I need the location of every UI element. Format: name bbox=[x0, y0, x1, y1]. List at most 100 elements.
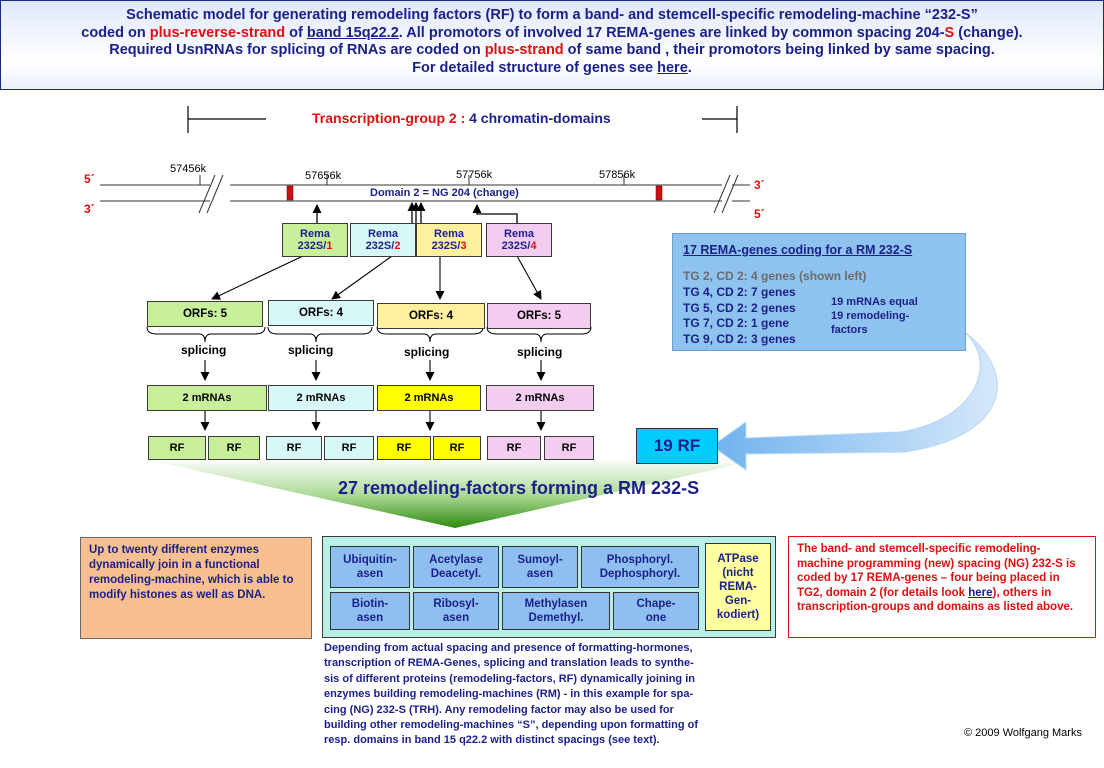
enzyme-line: Ribosyl- bbox=[433, 598, 479, 610]
splicing-brace bbox=[146, 326, 266, 343]
convergence-fan bbox=[140, 458, 766, 528]
tg-label: Transcription-group 2 : 4 chromatin-doma… bbox=[312, 110, 611, 126]
rema-name: Rema bbox=[504, 228, 534, 240]
promoter-arrows bbox=[312, 202, 518, 223]
atpase-line: kodiert) bbox=[716, 609, 760, 621]
plus-strand-label: plus-strand bbox=[484, 42, 564, 58]
summary-side: 19 remodeling- bbox=[831, 310, 910, 322]
explanation-line: Depending from actual spacing and presen… bbox=[324, 642, 693, 654]
rema-number: 2 bbox=[394, 240, 401, 252]
orf-box: ORFs: 4 bbox=[377, 303, 485, 329]
enzyme-phosphorylase: Phosphoryl.Dephosphoryl. bbox=[581, 546, 699, 588]
atpase-line: ATPase bbox=[717, 553, 759, 565]
spacing-suffix: S bbox=[944, 24, 955, 41]
summary-gray-row: TG 2, CD 2: 4 genes (shown left) bbox=[683, 269, 867, 283]
mrna-box: 2 mRNAs bbox=[147, 385, 267, 411]
enzyme-line: Demethyl. bbox=[528, 612, 584, 624]
enzyme-sumoylasen: Sumoyl-asen bbox=[502, 546, 578, 588]
rf-box: RF bbox=[487, 436, 541, 460]
enzyme-line: Biotin- bbox=[351, 598, 389, 610]
orf-box: ORFs: 5 bbox=[487, 303, 591, 329]
summary-side: 19 mRNAs equal bbox=[831, 296, 918, 308]
coding-note-part: ), others in transcription-groups and do… bbox=[797, 586, 1074, 614]
rf-box: RF bbox=[377, 436, 431, 460]
coding-note-box: The band- and stemcell-specific remodeli… bbox=[788, 536, 1096, 638]
splicing-label: splicing bbox=[181, 343, 227, 357]
header-line-1: Schematic model for generating remodelin… bbox=[126, 7, 978, 23]
atpase-line: Gen- bbox=[724, 595, 752, 607]
header-banner: Schematic model for generating remodelin… bbox=[0, 0, 1104, 90]
enzyme-line: Methylasen bbox=[524, 598, 588, 610]
enzyme-line: one bbox=[645, 612, 667, 624]
rema-gene-4: Rema 232S/4 bbox=[486, 223, 552, 257]
splicing-braces bbox=[146, 326, 592, 343]
summary-row: TG 7, CD 2: 1 gene bbox=[683, 316, 790, 330]
main-title: 27 remodeling-factors forming a RM 232-S bbox=[338, 478, 700, 498]
copyright: © 2009 Wolfgang Marks bbox=[964, 727, 1082, 739]
enzymes-note-text: Up to twenty different enzymes dynamical… bbox=[89, 544, 294, 601]
tick-label: 57456k bbox=[170, 163, 207, 175]
tick-label: 57656k bbox=[305, 170, 342, 182]
enzyme-line: Sumoyl- bbox=[517, 554, 563, 566]
header-text: (change). bbox=[954, 24, 1023, 41]
summary-side: factors bbox=[831, 324, 868, 336]
details-link[interactable]: here bbox=[968, 586, 993, 599]
atpase-line: REMA- bbox=[719, 581, 757, 593]
rema-number: 1 bbox=[326, 240, 333, 252]
enzyme-line: asen bbox=[356, 568, 384, 580]
explanation-line: enzymes building remodeling-machines (RM… bbox=[324, 688, 694, 701]
enzyme-line: Acetylase bbox=[429, 554, 483, 566]
tg-label-red: Transcription-group 2 : bbox=[312, 110, 466, 126]
splicing-brace bbox=[376, 326, 484, 343]
orf-box: ORFs: 5 bbox=[147, 301, 263, 327]
rema-gene-1: Rema 232S/1 bbox=[282, 223, 348, 257]
coding-note-part: The band- and stemcell-specific remodeli… bbox=[797, 543, 1076, 599]
enzyme-line: Dephosphoryl. bbox=[599, 568, 681, 580]
enzyme-line: asen bbox=[442, 612, 470, 624]
dna-strands bbox=[100, 174, 750, 214]
enzyme-atpase: ATPase (nicht REMA- Gen- kodiert) bbox=[705, 543, 771, 631]
band-link[interactable]: band 15q22.2 bbox=[306, 24, 399, 41]
atpase-line: (nicht bbox=[722, 567, 754, 579]
process-arrows bbox=[200, 360, 546, 431]
rema-id: 232S/ bbox=[365, 240, 395, 252]
explanation-line: sis of different proteins (remodeling-fa… bbox=[324, 672, 695, 685]
rema-name: Rema bbox=[434, 228, 464, 240]
rf-box: RF bbox=[148, 436, 206, 460]
splicing-label: splicing bbox=[517, 345, 563, 359]
enzyme-line: Ubiquitin- bbox=[343, 554, 397, 566]
rema-name: Rema bbox=[300, 228, 330, 240]
rf-box: RF bbox=[208, 436, 260, 460]
rema-id: 232S/ bbox=[431, 240, 461, 252]
enzyme-biotinasen: Biotin-asen bbox=[330, 592, 410, 630]
tick-label: 57756k bbox=[456, 169, 493, 181]
enzyme-ubiquitinasen: Ubiquitin-asen bbox=[330, 546, 410, 588]
splicing-brace bbox=[267, 326, 373, 343]
rema-to-orf-arrows bbox=[211, 255, 542, 300]
summary-row: TG 4, CD 2: 7 genes bbox=[683, 285, 796, 299]
rema-name: Rema bbox=[368, 228, 398, 240]
enzyme-line: asen bbox=[526, 568, 554, 580]
explanation-line: building other remodeling-machines “S”, … bbox=[324, 719, 698, 732]
mrna-box: 2 mRNAs bbox=[486, 385, 594, 411]
domain-label: Domain 2 = NG 204 (change) bbox=[370, 187, 519, 199]
splicing-brace bbox=[486, 326, 592, 343]
header-line-4: For detailed structure of genes see here… bbox=[1, 60, 1103, 78]
enzyme-line: Chape- bbox=[636, 598, 676, 610]
explanation-text: Depending from actual spacing and presen… bbox=[324, 641, 784, 749]
header-text: of bbox=[285, 24, 307, 41]
strand-5-right: 5´ bbox=[754, 207, 765, 221]
rema-gene-3: Rema 232S/3 bbox=[416, 223, 482, 257]
enzyme-line: asen bbox=[356, 612, 384, 624]
header-text: of same band , their promotors being lin… bbox=[563, 42, 995, 58]
header-text: For detailed structure of genes see bbox=[412, 59, 658, 76]
tick-label: 57856k bbox=[599, 169, 636, 181]
summary-title: 17 REMA-genes coding for a RM 232-S bbox=[683, 243, 913, 257]
mrna-box: 2 mRNAs bbox=[377, 385, 481, 411]
gene-structure-link[interactable]: here bbox=[657, 59, 688, 76]
explanation-line: cing (NG) 232-S (TRH). Any remodeling fa… bbox=[324, 703, 674, 716]
rema-id: 232S/ bbox=[297, 240, 327, 252]
